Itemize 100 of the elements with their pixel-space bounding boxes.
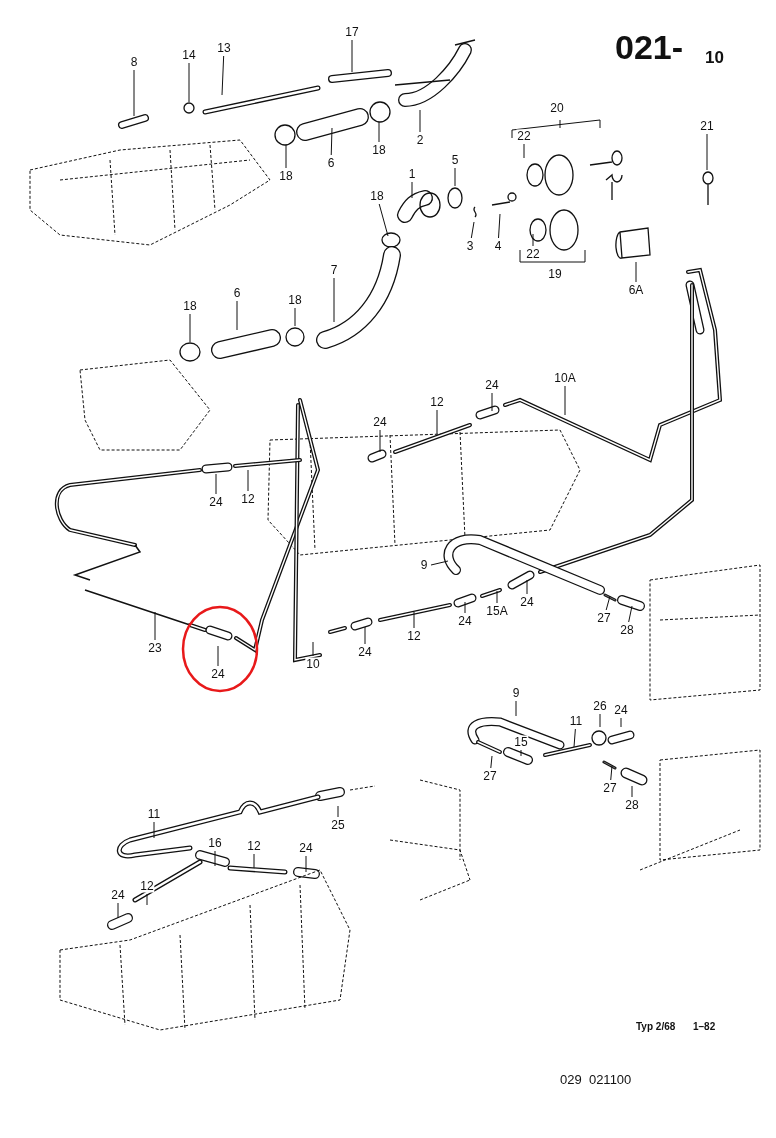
callout-number: 24 (457, 614, 473, 628)
page-number: 021- (615, 28, 684, 67)
callout-number: 3 (465, 239, 475, 253)
callout-number: 7 (329, 263, 339, 277)
leader-line (285, 144, 287, 169)
callout-number: 24 (208, 495, 224, 509)
leader-line (628, 605, 633, 623)
leader-line (436, 409, 438, 435)
callout-number: 10A (553, 371, 577, 385)
leader-line (515, 700, 517, 717)
callout-number: 24 (210, 667, 226, 681)
drawing-number: 029 021100 (560, 1072, 632, 1087)
callout-number: 28 (619, 623, 635, 637)
leader-line (215, 473, 217, 495)
callout-number: 22 (525, 247, 541, 261)
leader-line (620, 717, 622, 728)
leader-line (330, 127, 333, 156)
leader-line (333, 277, 335, 323)
date-code: 1–82 (693, 1021, 716, 1032)
leader-line (188, 62, 190, 103)
callout-number: 1 (407, 167, 417, 181)
callout-number: 24 (110, 888, 126, 902)
callout-number: 25 (330, 818, 346, 832)
callout-number: 13 (216, 41, 232, 55)
callout-number: 28 (624, 798, 640, 812)
leader-line (312, 641, 314, 657)
callout-number: 9 (419, 558, 429, 572)
callout-number: 9 (511, 686, 521, 700)
leader-line (491, 392, 493, 412)
leader-line (351, 39, 353, 73)
callout-number: 24 (519, 595, 535, 609)
leader-line (247, 469, 249, 492)
callout-number: 23 (147, 641, 163, 655)
callout-number: 24 (613, 703, 629, 717)
leader-line (153, 821, 155, 839)
leader-line (631, 785, 633, 798)
callout-number: 24 (357, 645, 373, 659)
callout-number: 10 (305, 657, 321, 671)
leader-line (498, 213, 501, 239)
leader-line (378, 121, 380, 143)
leader-line (217, 645, 219, 667)
leader-line (189, 313, 191, 343)
callout-number: 16 (207, 836, 223, 850)
leader-line (117, 902, 119, 919)
leader-line (532, 233, 534, 247)
leader-line (378, 203, 389, 237)
leader-line (523, 143, 525, 159)
model-note: Typ 2/68 (636, 1021, 676, 1032)
leader-line (411, 181, 413, 199)
callout-number: 2 (415, 133, 425, 147)
leader-line (430, 560, 449, 566)
callout-number: 27 (602, 781, 618, 795)
callout-number: 15A (485, 604, 509, 618)
page-subnumber: 10 (705, 48, 724, 68)
callout-number: 20 (549, 101, 565, 115)
callout-number: 11 (568, 714, 584, 728)
callout-number: 22 (516, 129, 532, 143)
callout-number: 24 (298, 841, 314, 855)
callout-number: 17 (344, 25, 360, 39)
callout-number: 18 (371, 143, 387, 157)
leader-line (520, 749, 522, 757)
callout-number: 24 (484, 378, 500, 392)
callout-number: 24 (372, 415, 388, 429)
callout-number: 12 (246, 839, 262, 853)
callout-number: 6 (326, 156, 336, 170)
callout-number: 19 (547, 267, 563, 281)
leader-line (294, 307, 296, 327)
callout-number: 18 (287, 293, 303, 307)
callout-number: 4 (493, 239, 503, 253)
leader-line (214, 850, 216, 867)
leader-line (253, 853, 255, 869)
leader-line (564, 385, 566, 416)
leader-line (379, 429, 381, 453)
callout-number: 12 (240, 492, 256, 506)
callout-number: 18 (278, 169, 294, 183)
callout-number: 15 (513, 735, 529, 749)
callout-number: 12 (406, 629, 422, 643)
callout-number: 6 (232, 286, 242, 300)
callout-number: 21 (699, 119, 715, 133)
leader-line (413, 611, 415, 629)
leader-line (236, 300, 238, 331)
callout-number: 18 (182, 299, 198, 313)
leader-line (419, 109, 421, 133)
leader-line (526, 579, 528, 595)
leader-line (490, 755, 493, 769)
callout-number: 6A (627, 283, 645, 297)
leader-line (470, 221, 475, 239)
callout-number: 14 (181, 48, 197, 62)
callout-number: 5 (450, 153, 460, 167)
leader-line (706, 133, 708, 171)
leader-line (635, 261, 637, 283)
leader-line (610, 765, 613, 781)
callout-number: 27 (482, 769, 498, 783)
leader-line (496, 590, 498, 604)
callout-number: 8 (129, 55, 139, 69)
leader-line (221, 55, 225, 96)
callout-number: 11 (146, 807, 162, 821)
leader-line (133, 69, 135, 117)
leader-line (146, 893, 148, 906)
leader-line (337, 805, 339, 818)
